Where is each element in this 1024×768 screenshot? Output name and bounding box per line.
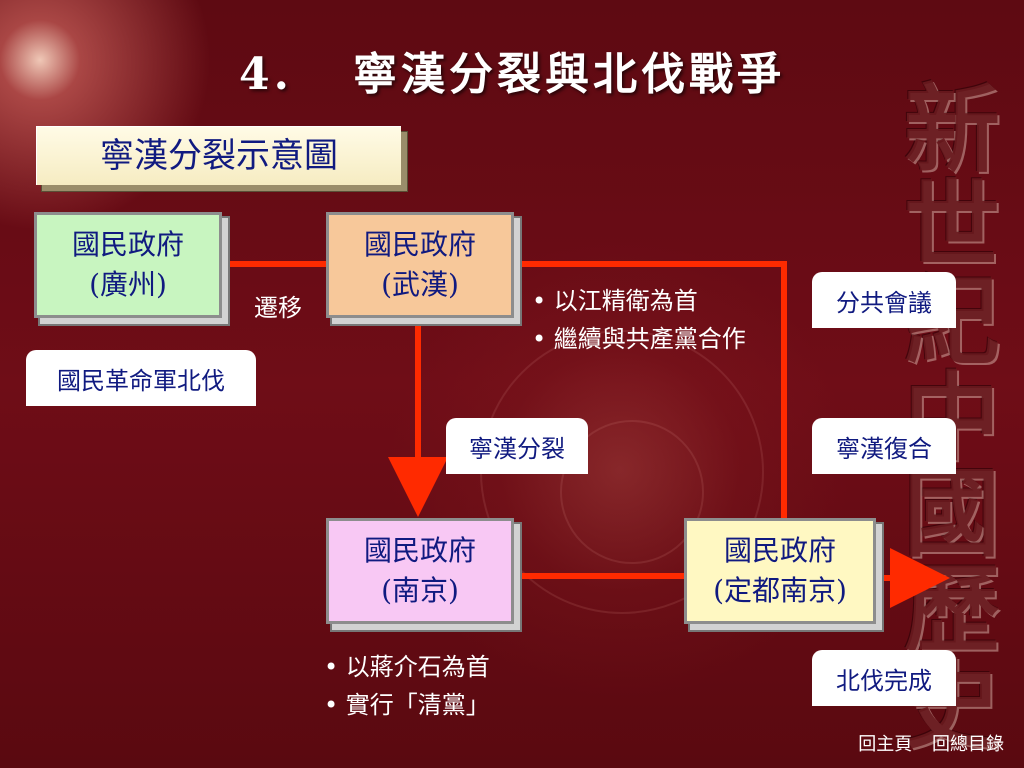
- tag-reunite: 寧漢復合: [812, 418, 956, 474]
- decor-ring: [560, 420, 704, 564]
- node-line2: (南京): [381, 574, 459, 607]
- node-line1: 國民政府: [71, 228, 184, 261]
- title-number: 4.: [239, 49, 293, 100]
- bullet-item: 繼續與共產黨合作: [532, 320, 746, 358]
- bullet-item: 以江精衛為首: [532, 282, 746, 320]
- node-line1: 國民政府: [723, 534, 836, 567]
- bullet-item: 實行「清黨」: [324, 686, 490, 724]
- index-link[interactable]: 回總目錄: [932, 734, 1004, 755]
- home-link[interactable]: 回主頁: [858, 734, 913, 755]
- arrow-wuhan-capital: [516, 261, 787, 522]
- node-nanjing: 國民政府 (南京): [326, 518, 514, 624]
- tag-separate-communists: 分共會議: [812, 272, 956, 328]
- label-migrate: 遷移: [254, 294, 302, 322]
- tag-northern-expedition: 國民革命軍北伐: [26, 350, 256, 406]
- diagram-caption: 寧漢分裂示意圖: [36, 126, 401, 185]
- node-line1: 國民政府: [363, 534, 476, 567]
- footer-nav: 回主頁 回總目錄: [844, 730, 1004, 756]
- node-wuhan: 國民政府 (武漢): [326, 212, 514, 318]
- node-capital: 國民政府 (定都南京): [684, 518, 876, 624]
- node-line2: (武漢): [381, 268, 459, 301]
- nanjing-points: 以蔣介石為首 實行「清黨」: [324, 648, 490, 724]
- tag-split: 寧漢分裂: [446, 418, 588, 474]
- node-line2: (定都南京): [713, 574, 847, 607]
- node-line1: 國民政府: [363, 228, 476, 261]
- node-guangzhou: 國民政府 (廣州): [34, 212, 222, 318]
- bullet-item: 以蔣介石為首: [324, 648, 490, 686]
- title-text: 寧漢分裂與北伐戰爭: [352, 49, 785, 100]
- page-title: 4. 寧漢分裂與北伐戰爭: [0, 38, 1024, 102]
- wuhan-points: 以江精衛為首 繼續與共產黨合作: [532, 282, 746, 358]
- tag-completed: 北伐完成: [812, 650, 956, 706]
- node-line2: (廣州): [89, 268, 167, 301]
